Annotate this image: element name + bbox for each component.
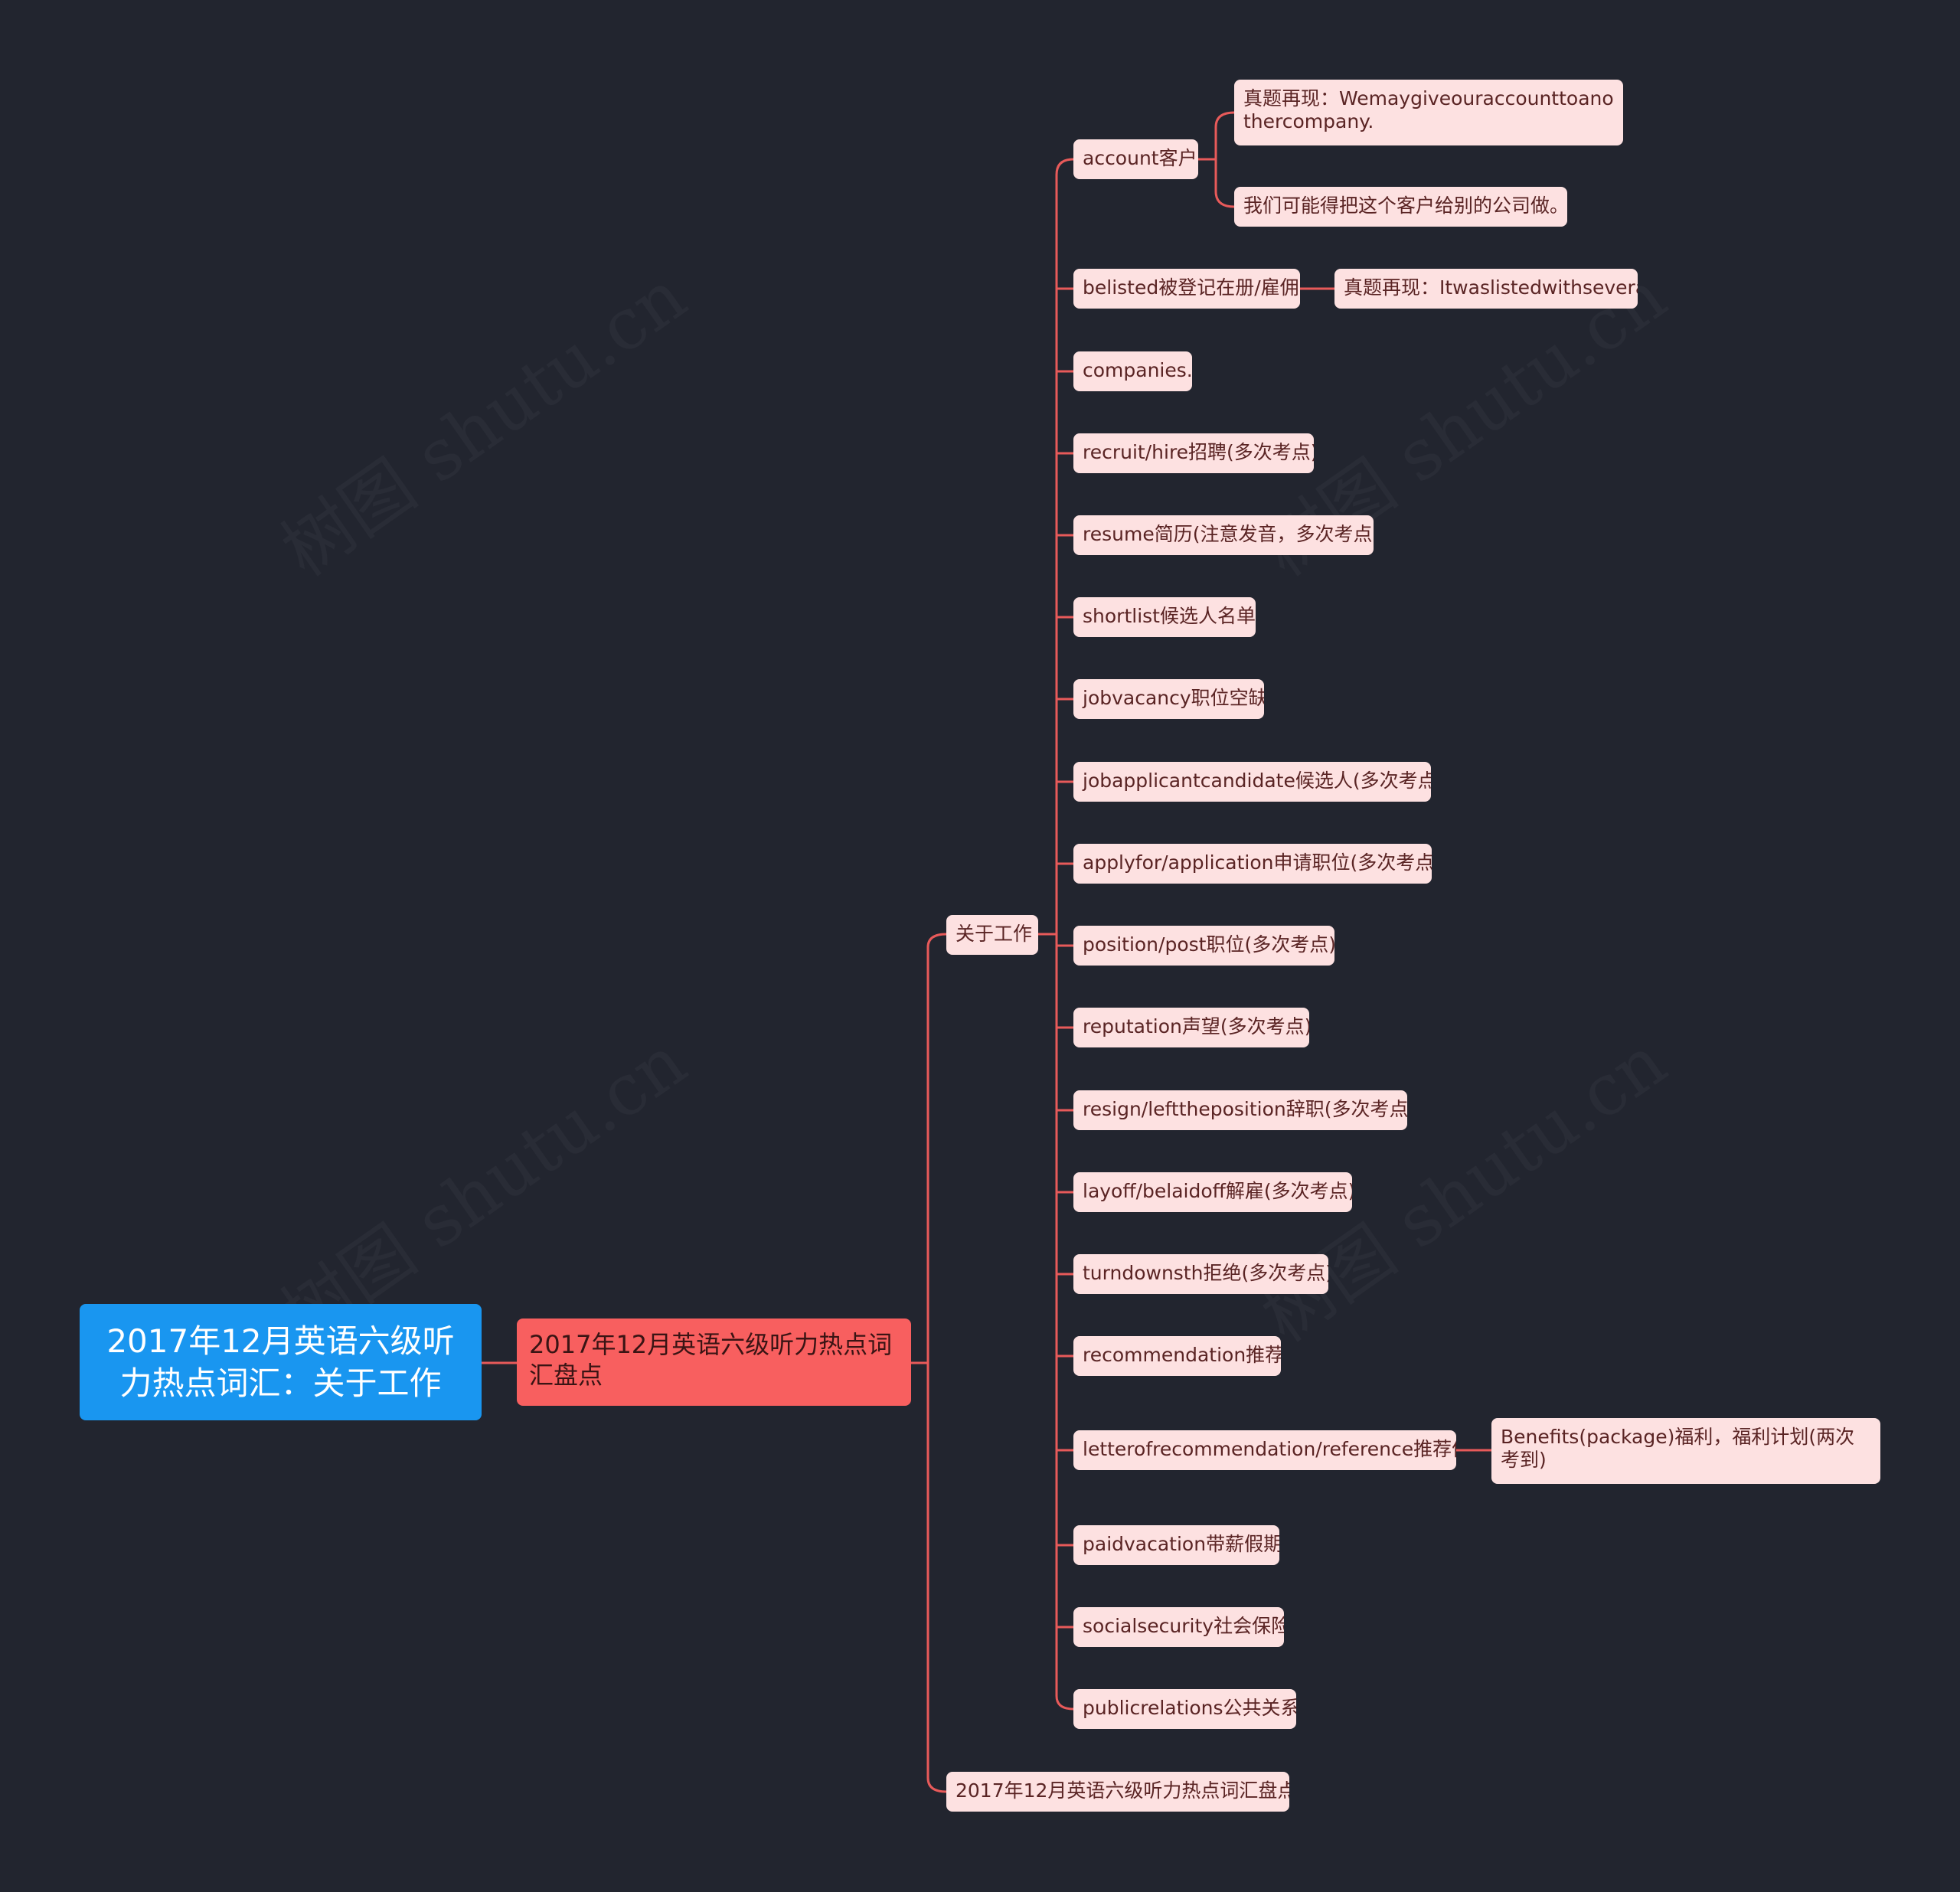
item-account[interactable]: account客户 [1073, 139, 1198, 179]
item-recommendation[interactable]: recommendation推荐 [1073, 1336, 1281, 1376]
item-publicrelations[interactable]: publicrelations公共关系 [1073, 1689, 1296, 1729]
item-applyfor[interactable]: applyfor/application申请职位(多次考点) [1073, 844, 1432, 884]
item-socialsecurity[interactable]: socialsecurity社会保险 [1073, 1607, 1284, 1647]
item-paidvacation[interactable]: paidvacation带薪假期 [1073, 1525, 1279, 1565]
connector-account-children [1198, 111, 1235, 208]
item-layoff[interactable]: layoff/belaidoff解雇(多次考点) [1073, 1172, 1352, 1212]
item-benefits[interactable]: Benefits(package)福利，福利计划(两次考到) [1491, 1418, 1880, 1484]
topic-work-node[interactable]: 关于工作 [946, 915, 1038, 955]
connector-item [1055, 158, 1074, 175]
item-account-example-cn[interactable]: 我们可能得把这个客户给别的公司做。 [1234, 187, 1567, 227]
item-jobvacancy[interactable]: jobvacancy职位空缺 [1073, 679, 1264, 719]
connector-work-trunk [1038, 175, 1058, 1696]
item-recruit[interactable]: recruit/hire招聘(多次考点) [1073, 433, 1314, 473]
item-turndown[interactable]: turndownsth拒绝(多次考点) [1073, 1254, 1328, 1294]
topic-review-node[interactable]: 2017年12月英语六级听力热点词汇盘点 [946, 1772, 1289, 1812]
item-resign[interactable]: resign/lefttheposition辞职(多次考点) [1073, 1090, 1407, 1130]
item-letterofrecommendation[interactable]: letterofrecommendation/reference推荐信 [1073, 1430, 1456, 1470]
main-branch-node[interactable]: 2017年12月英语六级听力热点词汇盘点 [517, 1319, 911, 1406]
connector-to-work [926, 933, 947, 948]
root-topic-node[interactable]: 2017年12月英语六级听力热点词汇：关于工作 [80, 1304, 482, 1420]
item-belisted-example[interactable]: 真题再现：Itwaslistedwithseveral [1334, 269, 1638, 309]
item-account-example-en[interactable]: 真题再现：Wemaygiveouraccounttoanothercompany… [1234, 80, 1623, 145]
item-position[interactable]: position/post职位(多次考点) [1073, 926, 1334, 966]
item-reputation[interactable]: reputation声望(多次考点) [1073, 1008, 1309, 1047]
connector-item [1055, 1695, 1074, 1711]
item-companies[interactable]: companies. [1073, 351, 1192, 391]
item-jobapplicant[interactable]: jobapplicantcandidate候选人(多次考点) [1073, 762, 1431, 802]
connector-main-trunk [911, 947, 929, 1778]
item-shortlist[interactable]: shortlist候选人名单 [1073, 597, 1256, 637]
connector-to-review [926, 1777, 947, 1793]
item-belisted[interactable]: belisted被登记在册/雇佣 [1073, 269, 1300, 309]
item-resume[interactable]: resume简历(注意发音，多次考点) [1073, 515, 1374, 555]
